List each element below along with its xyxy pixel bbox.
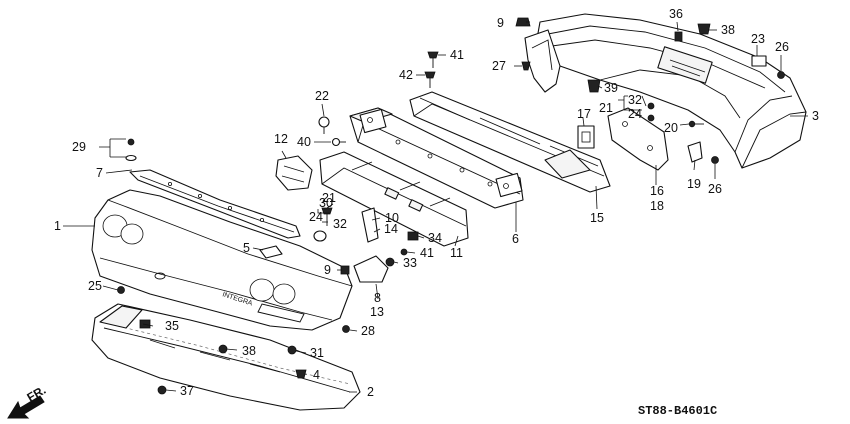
clip-part xyxy=(340,265,350,275)
nut-part xyxy=(385,257,395,267)
callout-27: 27 xyxy=(492,59,506,73)
washer-part xyxy=(125,154,137,162)
callout-41: 41 xyxy=(450,48,464,62)
callout-23: 23 xyxy=(751,32,765,46)
front-bumper-strip xyxy=(129,169,301,239)
clip-part xyxy=(751,55,767,67)
callout-32b: 32 xyxy=(628,93,642,107)
callout-6: 6 xyxy=(512,232,519,246)
callout-2: 2 xyxy=(367,385,374,399)
callout-16: 16 xyxy=(650,184,664,198)
clip-part xyxy=(407,231,419,241)
direction-label: FR. xyxy=(25,383,49,405)
clip-part xyxy=(259,245,283,259)
callout-29: 29 xyxy=(72,140,86,154)
nut-part xyxy=(647,114,655,122)
callout-5: 5 xyxy=(243,241,250,255)
callout-26b: 26 xyxy=(708,182,722,196)
bolt-part xyxy=(688,120,704,128)
callout-7: 7 xyxy=(96,166,103,180)
callout-9b: 9 xyxy=(324,263,331,277)
clip-part xyxy=(313,230,327,242)
clip-part xyxy=(674,31,683,42)
absorber-block xyxy=(275,155,313,191)
rear-bumper-beam xyxy=(349,107,524,209)
nut-part xyxy=(400,248,408,256)
bracket-part xyxy=(687,141,703,163)
callout-41b: 42 xyxy=(399,68,413,82)
leader-lines xyxy=(63,21,808,393)
nut-part xyxy=(647,102,655,110)
clip-part xyxy=(777,71,785,79)
callout-34: 34 xyxy=(428,231,442,245)
callout-28: 28 xyxy=(361,324,375,338)
callout-39: 40 xyxy=(297,135,311,149)
front-direction-arrow xyxy=(7,395,45,419)
callout-17: 17 xyxy=(577,107,591,121)
clip-part xyxy=(157,385,167,395)
callout-3: 3 xyxy=(812,109,819,123)
callout-14: 14 xyxy=(384,222,398,236)
clip-part xyxy=(515,17,531,27)
clip-part xyxy=(342,325,350,333)
callout-9: 9 xyxy=(497,16,504,30)
callout-21: 21 xyxy=(322,191,336,205)
callout-21b: 21 xyxy=(599,101,613,115)
callout-24b: 24 xyxy=(628,107,642,121)
clip-part xyxy=(218,344,228,354)
clip-part xyxy=(287,345,297,355)
callout-15: 15 xyxy=(590,211,604,225)
callout-32: 32 xyxy=(333,217,347,231)
callout-18: 18 xyxy=(650,199,664,213)
callout-8: 8 xyxy=(374,291,381,305)
callout-33: 33 xyxy=(403,256,417,270)
callout-13: 13 xyxy=(370,305,384,319)
callout-31: 31 xyxy=(310,346,324,360)
rear-absorber xyxy=(409,91,611,193)
callout-24: 24 xyxy=(309,210,323,224)
rear-bumper-side-left xyxy=(524,29,561,93)
callout-38c: 39 xyxy=(604,81,618,95)
rear-bumper-face xyxy=(534,13,807,169)
clip-part xyxy=(295,369,307,379)
bolt-part xyxy=(318,116,330,134)
callout-30: 30 xyxy=(319,196,333,210)
bracket-part xyxy=(361,207,379,243)
callout-35: 35 xyxy=(165,319,179,333)
callout-25: 25 xyxy=(88,279,102,293)
front-bumper-face xyxy=(91,189,353,331)
bracket-part xyxy=(353,255,389,283)
callout-36: 36 xyxy=(669,7,683,21)
callouts: 1 2 3 4 5 6 7 8 9 9 10 11 12 13 14 15 16… xyxy=(54,7,819,399)
callout-10: 10 xyxy=(385,211,399,225)
callout-26: 26 xyxy=(775,40,789,54)
screw-part xyxy=(427,51,439,68)
clip-part xyxy=(127,138,135,146)
callout-20: 20 xyxy=(664,121,678,135)
callout-40: 41 xyxy=(420,246,434,260)
diagram-code: ST88-B4601C xyxy=(638,404,717,418)
callout-12: 12 xyxy=(274,132,288,146)
callout-1: 1 xyxy=(54,219,61,233)
front-bumper-beam xyxy=(319,151,469,247)
callout-4: 4 xyxy=(313,368,320,382)
clip-part xyxy=(117,286,125,294)
screw-part xyxy=(424,71,436,88)
clip-part xyxy=(711,156,719,164)
callout-11: 11 xyxy=(450,246,463,260)
bolt-part xyxy=(331,137,346,147)
rear-side-bracket xyxy=(577,107,669,171)
clip-part xyxy=(521,61,531,71)
callout-38b: 38 xyxy=(721,23,735,37)
clip-part xyxy=(587,79,601,93)
callout-19: 19 xyxy=(687,177,701,191)
callout-37: 37 xyxy=(180,384,194,398)
callout-38: 38 xyxy=(242,344,256,358)
front-lower-spoiler xyxy=(91,303,361,411)
bolt-part xyxy=(321,207,333,226)
clip-part xyxy=(697,23,711,35)
callout-22: 22 xyxy=(315,89,329,103)
